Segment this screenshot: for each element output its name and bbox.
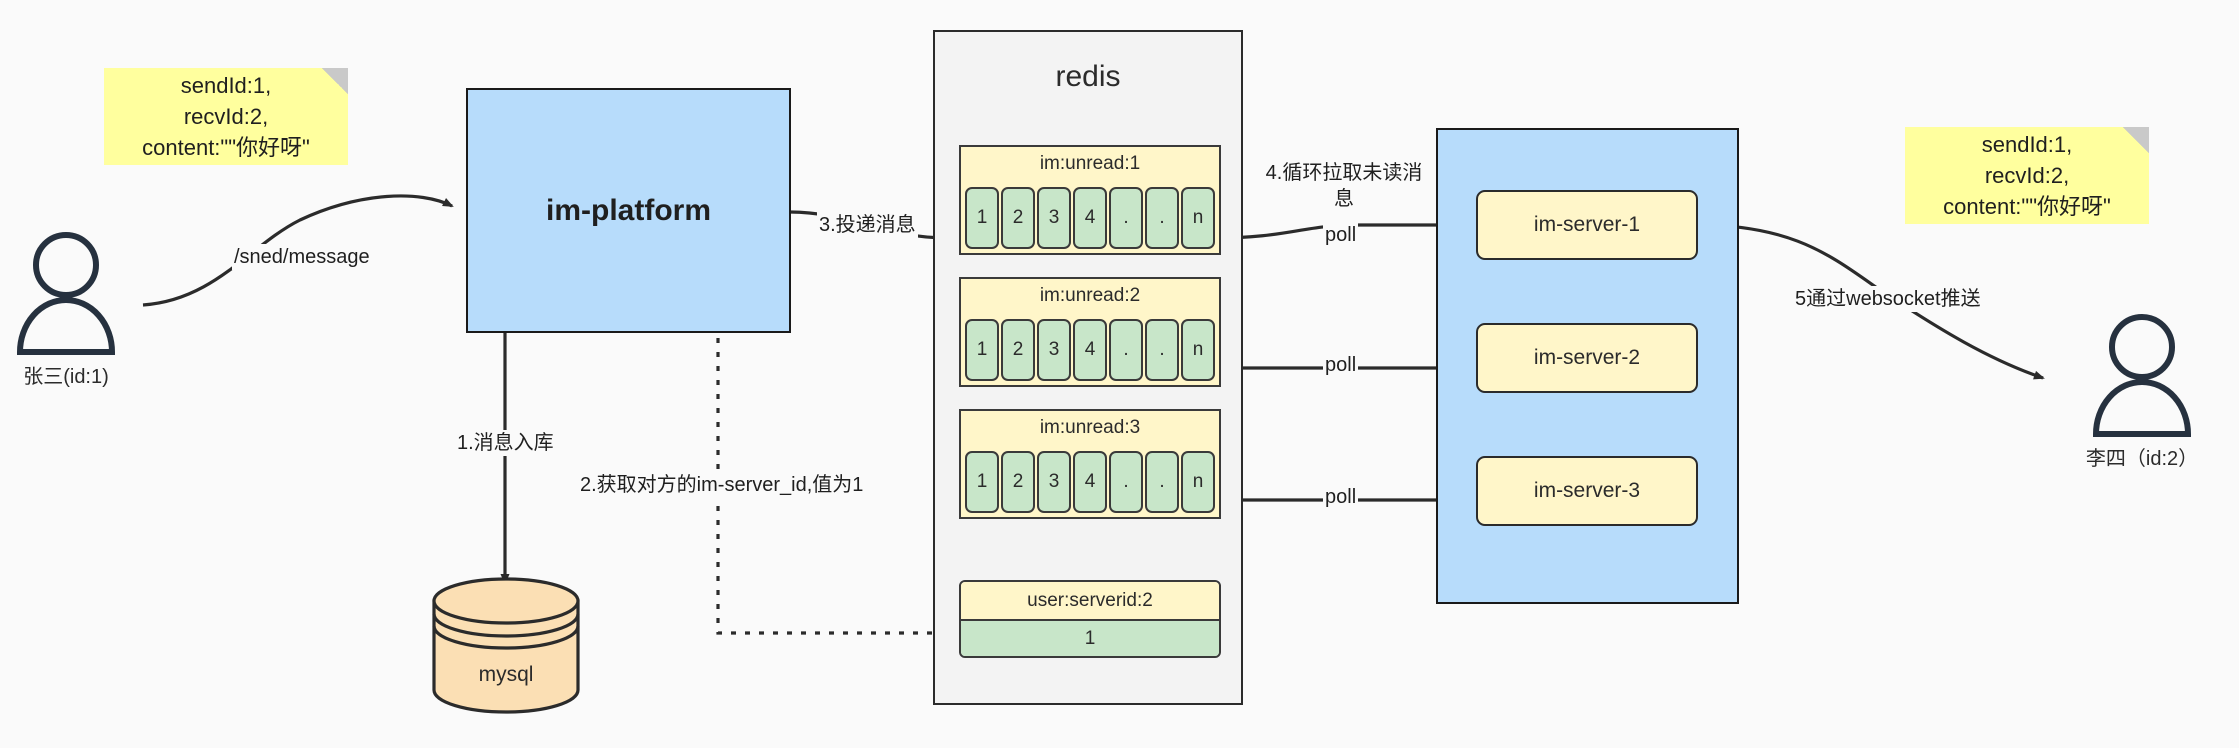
edge-label-poll-3: poll: [1323, 484, 1359, 510]
im-server-cluster[interactable]: im-server-1 im-server-2 im-server-3: [1436, 128, 1739, 604]
mysql-node[interactable]: mysql: [434, 601, 578, 713]
redis-queue-cells: 1 2 3 4 . . n: [965, 187, 1215, 249]
redis-kv-key: user:serverid:2: [961, 582, 1219, 619]
edge-label-step2: 2.获取对方的im-server_id,值为1: [578, 472, 866, 498]
im-platform-node[interactable]: im-platform: [466, 88, 791, 333]
redis-title: redis: [1055, 60, 1121, 93]
queue-cell: .: [1109, 187, 1143, 249]
queue-cell: .: [1145, 451, 1179, 513]
sender-actor-label: 张三(id:1): [23, 366, 109, 388]
edge-label-step1: 1.消息入库: [455, 430, 556, 456]
note-fold-corner-icon: [2123, 127, 2149, 153]
redis-queue-key: im:unread:3: [1039, 417, 1141, 438]
edge-label-poll-2: poll: [1323, 352, 1359, 378]
queue-cell: 1: [965, 187, 999, 249]
queue-cell: 3: [1037, 319, 1071, 381]
edge-label-step4: 4.循环拉取未读消 息: [1262, 160, 1426, 212]
queue-cell: .: [1109, 451, 1143, 513]
im-server-3-label: im-server-3: [1533, 479, 1641, 502]
redis-queue-key: im:unread:2: [1039, 285, 1141, 306]
sender-actor-icon: [16, 232, 116, 355]
note-right-message-payload: sendId:1, recvId:2, content:""你好呀": [1905, 127, 2149, 224]
edge-label-send-message: /sned/message: [232, 244, 372, 270]
redis-kv-value: 1: [961, 619, 1219, 656]
redis-queue-cells: 1 2 3 4 . . n: [965, 451, 1215, 513]
redis-queue-cells: 1 2 3 4 . . n: [965, 319, 1215, 381]
edge-label-step3: 3.投递消息: [817, 212, 918, 238]
queue-cell: 2: [1001, 451, 1035, 513]
queue-cell: n: [1181, 451, 1215, 513]
queue-cell: 2: [1001, 187, 1035, 249]
redis-kv-user-serverid[interactable]: user:serverid:2 1: [959, 580, 1221, 658]
redis-queue-im-unread-1[interactable]: im:unread:1 1 2 3 4 . . n: [959, 145, 1221, 255]
edge-label-step5: 5通过websocket推送: [1793, 286, 1983, 312]
receiver-actor-label: 李四（id:2）: [2085, 448, 2199, 470]
queue-cell: 1: [965, 319, 999, 381]
queue-cell: .: [1109, 319, 1143, 381]
redis-queue-key: im:unread:1: [1039, 153, 1141, 174]
note-left-text: sendId:1, recvId:2, content:""你好呀": [142, 73, 310, 160]
queue-cell: n: [1181, 319, 1215, 381]
queue-cell: 4: [1073, 187, 1107, 249]
im-server-1-label: im-server-1: [1533, 213, 1641, 236]
queue-cell: .: [1145, 319, 1179, 381]
receiver-actor-icon: [2092, 314, 2192, 437]
redis-container[interactable]: redis im:unread:1 1 2 3 4 . . n im:unrea…: [933, 30, 1243, 705]
note-left-message-payload: sendId:1, recvId:2, content:""你好呀": [104, 68, 348, 165]
im-server-2-node[interactable]: im-server-2: [1476, 323, 1698, 393]
redis-queue-im-unread-2[interactable]: im:unread:2 1 2 3 4 . . n: [959, 277, 1221, 387]
im-server-1-node[interactable]: im-server-1: [1476, 190, 1698, 260]
note-fold-corner-icon: [322, 68, 348, 94]
queue-cell: 3: [1037, 187, 1071, 249]
im-server-2-label: im-server-2: [1533, 346, 1641, 369]
queue-cell: n: [1181, 187, 1215, 249]
note-right-text: sendId:1, recvId:2, content:""你好呀": [1943, 132, 2111, 219]
mysql-label: mysql: [478, 663, 534, 686]
queue-cell: 4: [1073, 451, 1107, 513]
queue-cell: 2: [1001, 319, 1035, 381]
queue-cell: 1: [965, 451, 999, 513]
queue-cell: 4: [1073, 319, 1107, 381]
queue-cell: .: [1145, 187, 1179, 249]
im-server-3-node[interactable]: im-server-3: [1476, 456, 1698, 526]
queue-cell: 3: [1037, 451, 1071, 513]
redis-queue-im-unread-3[interactable]: im:unread:3 1 2 3 4 . . n: [959, 409, 1221, 519]
edge-label-poll-1: poll: [1323, 222, 1359, 248]
im-platform-label: im-platform: [546, 193, 711, 227]
